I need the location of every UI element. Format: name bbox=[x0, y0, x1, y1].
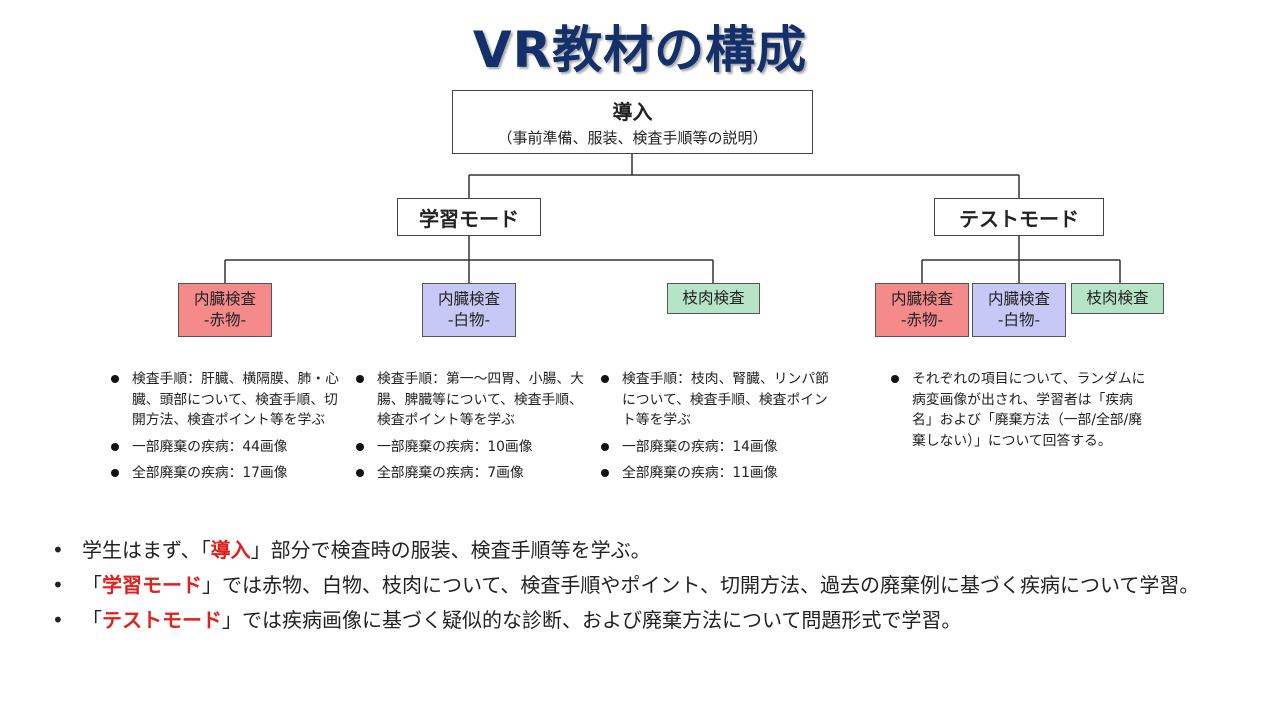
page-title: VR教材の構成 bbox=[472, 21, 808, 79]
list-item: 検査手順：第一～四胃、小腸、大腸、脾臓等について、検査手順、検査ポイント等を学ぶ bbox=[353, 369, 593, 431]
intro-sub: （事前準備、服装、検査手順等の説明） bbox=[497, 129, 768, 147]
summary-accent: 学習モード bbox=[102, 573, 202, 597]
list-item: 一部廃棄の疾病：14画像 bbox=[598, 437, 834, 458]
list-item: 検査手順：枝肉、腎臓、リンパ節について、検査手順、検査ポイント等を学ぶ bbox=[598, 369, 834, 431]
intro-label: 導入 bbox=[612, 100, 653, 124]
test-mode-box: テストモード bbox=[934, 198, 1104, 236]
summary-text: 「 bbox=[82, 573, 102, 597]
leaf-line1: 内臓検査 bbox=[987, 290, 1050, 308]
list-item: 全部廃棄の疾病：7画像 bbox=[353, 463, 593, 484]
learning-white-details: 検査手順：第一～四胃、小腸、大腸、脾臓等について、検査手順、検査ポイント等を学ぶ… bbox=[353, 369, 593, 490]
summary-text: 」では赤物、白物、枝肉について、検査手順やポイント、切開方法、過去の廃棄例に基づ… bbox=[202, 573, 1200, 597]
leaf-line1: 内臓検査 bbox=[193, 290, 256, 308]
summary-text: 」部分で検査時の服装、検査手順等を学ぶ。 bbox=[250, 538, 651, 562]
learning-mode-box: 学習モード bbox=[397, 198, 541, 236]
leaf-line1: 枝肉検査 bbox=[682, 289, 745, 307]
learning-red-details: 検査手順：肝臓、横隔膜、肺・心臓、頭部について、検査手順、切開方法、検査ポイント… bbox=[108, 369, 340, 490]
leaf-line2: -赤物- bbox=[900, 311, 944, 329]
learning-leaf-red: 内臓検査 -赤物- bbox=[178, 283, 272, 337]
leaf-line2: -白物- bbox=[997, 311, 1041, 329]
summary-item: 「テストモード」では疾病画像に基づく疑似的な診断、および廃棄方法について問題形式… bbox=[50, 606, 1240, 635]
test-leaf-white: 内臓検査 -白物- bbox=[972, 283, 1066, 337]
summary-list: 学生はまず、「導入」部分で検査時の服装、検査手順等を学ぶ。 「学習モード」では赤… bbox=[50, 536, 1240, 641]
learning-carcass-details: 検査手順：枝肉、腎臓、リンパ節について、検査手順、検査ポイント等を学ぶ 一部廃棄… bbox=[598, 369, 834, 490]
leaf-line1: 内臓検査 bbox=[437, 290, 500, 308]
summary-item: 学生はまず、「導入」部分で検査時の服装、検査手順等を学ぶ。 bbox=[50, 536, 1240, 565]
list-item: 検査手順：肝臓、横隔膜、肺・心臓、頭部について、検査手順、切開方法、検査ポイント… bbox=[108, 369, 340, 431]
test-details: それぞれの項目について、ランダムに病変画像が出され、学習者は「疾病名」および「廃… bbox=[888, 369, 1150, 457]
leaf-line1: 内臓検査 bbox=[890, 290, 953, 308]
test-leaf-carcass: 枝肉検査 bbox=[1071, 283, 1164, 314]
summary-text: 」では疾病画像に基づく疑似的な診断、および廃棄方法について問題形式で学習。 bbox=[222, 608, 962, 632]
intro-box: 導入 （事前準備、服装、検査手順等の説明） bbox=[452, 90, 813, 154]
summary-accent: テストモード bbox=[102, 608, 222, 632]
summary-text: 学生はまず、「 bbox=[82, 538, 211, 562]
list-item: 全部廃棄の疾病：11画像 bbox=[598, 463, 834, 484]
learning-leaf-white: 内臓検査 -白物- bbox=[422, 283, 516, 337]
learning-leaf-carcass: 枝肉検査 bbox=[667, 283, 760, 314]
leaf-line2: -赤物- bbox=[203, 311, 247, 329]
leaf-line2: -白物- bbox=[447, 311, 491, 329]
list-item: 一部廃棄の疾病：44画像 bbox=[108, 437, 340, 458]
leaf-line1: 枝肉検査 bbox=[1086, 289, 1149, 307]
list-item: 一部廃棄の疾病：10画像 bbox=[353, 437, 593, 458]
list-item: それぞれの項目について、ランダムに病変画像が出され、学習者は「疾病名」および「廃… bbox=[888, 369, 1150, 451]
summary-item: 「学習モード」では赤物、白物、枝肉について、検査手順やポイント、切開方法、過去の… bbox=[50, 571, 1240, 600]
list-item: 全部廃棄の疾病：17画像 bbox=[108, 463, 340, 484]
summary-accent: 導入 bbox=[210, 538, 251, 562]
test-leaf-red: 内臓検査 -赤物- bbox=[875, 283, 969, 337]
summary-text: 「 bbox=[82, 608, 102, 632]
